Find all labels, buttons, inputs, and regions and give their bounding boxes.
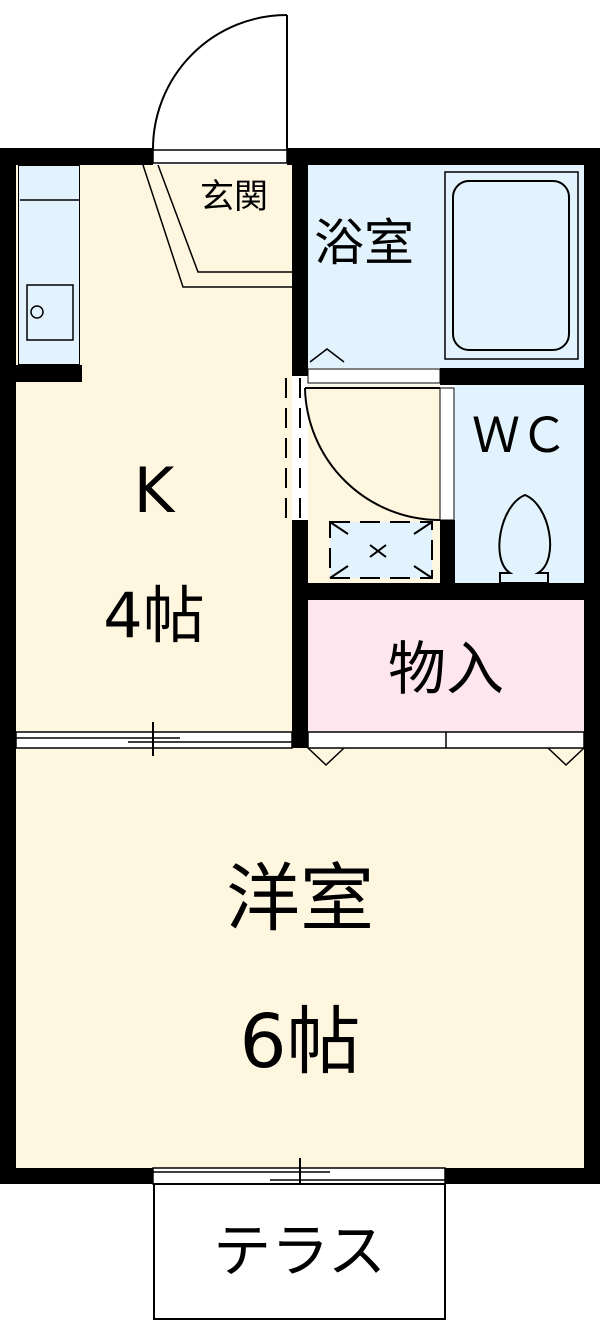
bottom-wall-right — [445, 1168, 600, 1184]
bathtub — [444, 171, 579, 360]
right-wall — [584, 148, 600, 1184]
bottom-wall-left — [0, 1168, 153, 1184]
kitchen-size: 4帖 — [103, 579, 205, 652]
hall-wc-wall — [440, 520, 455, 600]
bathroom-label: 浴室 — [314, 214, 414, 272]
bathroom-door[interactable] — [309, 348, 345, 363]
western-room-floor — [16, 748, 584, 1168]
terrace-label: テラス — [213, 1217, 386, 1285]
kitchen-sink — [20, 199, 80, 341]
storage-floor — [308, 600, 584, 732]
washing-machine-space — [329, 521, 433, 579]
bath-wc-wall — [440, 368, 600, 385]
top-wall-right — [287, 148, 600, 165]
toilet-floor — [455, 385, 584, 583]
kitchen-passage — [285, 378, 301, 520]
kitchen-label: K — [133, 454, 175, 527]
terrace-window[interactable] — [152, 1158, 446, 1194]
entrance-label: 玄関 — [200, 177, 268, 217]
bathroom-floor — [308, 165, 584, 368]
toilet-label: ＷＣ — [471, 408, 568, 464]
western-room-size: 6帖 — [239, 999, 361, 1085]
closet-doors[interactable] — [307, 731, 585, 767]
entrance-step — [142, 164, 292, 288]
top-wall-left — [0, 148, 153, 165]
toilet-door[interactable] — [304, 387, 455, 521]
toilet-bowl — [498, 493, 552, 584]
counter-end-wall — [16, 365, 82, 382]
sliding-door-kitchen[interactable] — [15, 722, 293, 756]
left-wall — [0, 148, 16, 1184]
entrance-door[interactable] — [151, 14, 288, 164]
center-wall-upper — [292, 148, 308, 376]
storage-label: 物入 — [387, 635, 504, 703]
terrace-outline — [153, 1183, 446, 1320]
western-room-label: 洋室 — [226, 856, 374, 942]
center-wall-lower — [292, 520, 308, 748]
storage-top-wall — [292, 583, 600, 600]
